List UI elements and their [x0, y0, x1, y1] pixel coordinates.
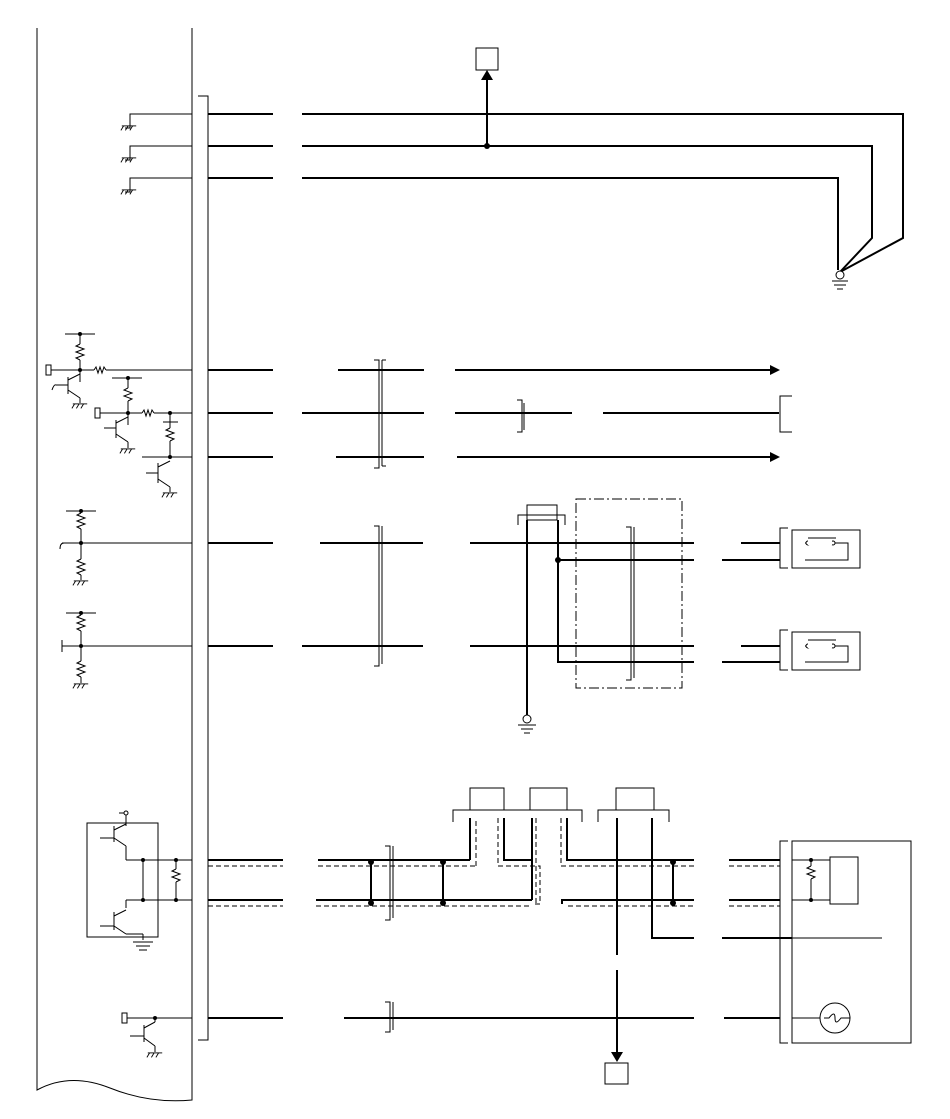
ground-junction-2 [517, 504, 566, 734]
inline-connector-1 [374, 359, 386, 469]
control-unit-outline [36, 28, 193, 1102]
output-driver-1 [45, 332, 192, 409]
connector-box-bottom [604, 1062, 629, 1085]
switch-wire-646 [208, 560, 780, 663]
input-circuit-2 [61, 611, 192, 689]
ground-wire-2 [120, 70, 873, 273]
switch-2 [779, 629, 861, 671]
meter-unit [779, 840, 912, 1044]
ground-wire-3 [120, 177, 839, 270]
signal-wire-370 [208, 365, 780, 375]
bus-line-high [208, 818, 780, 905]
output-driver-3 [142, 455, 192, 498]
signal-wire-413 [208, 395, 792, 433]
switch-1 [779, 527, 861, 569]
lamp-driver [121, 1001, 780, 1058]
inline-connector-2 [374, 525, 383, 667]
connector-box-top [475, 47, 499, 71]
dashed-component-box [575, 498, 683, 689]
bus-driver-module [86, 810, 192, 951]
main-connector [198, 95, 209, 1041]
chassis-ground-1 [832, 270, 848, 290]
bus-connectors [452, 787, 670, 822]
bus-line-low [208, 818, 780, 907]
inline-connector-3 [385, 845, 394, 921]
signal-wire-457 [208, 452, 780, 462]
switch-wire-543 [208, 520, 780, 563]
input-circuit-1 [59, 509, 192, 586]
output-driver-2 [94, 376, 192, 457]
ground-wire-1 [120, 113, 904, 273]
